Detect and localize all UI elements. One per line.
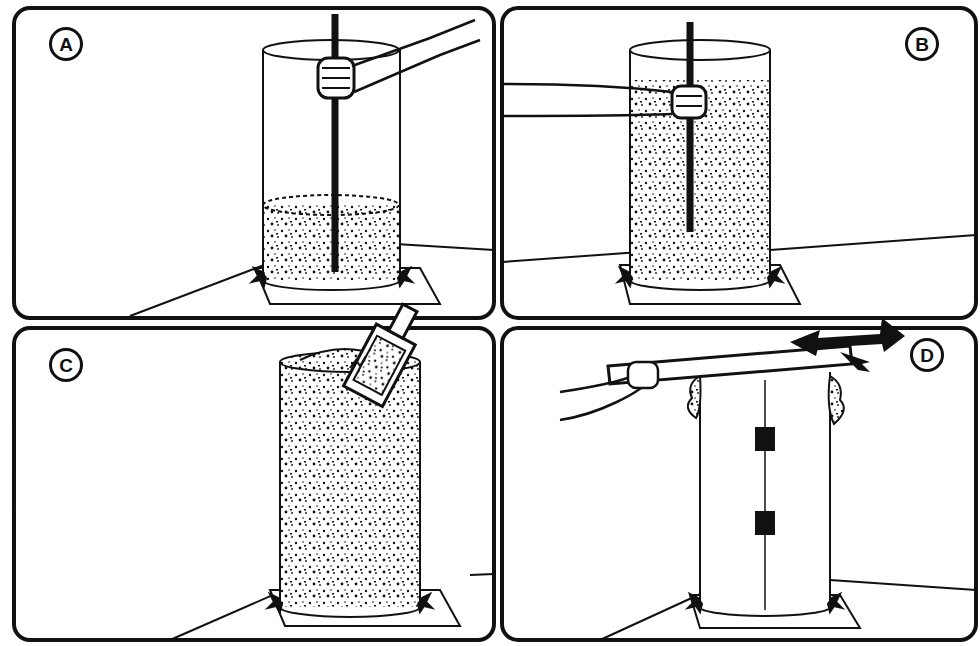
panel-letter-text: D bbox=[920, 346, 934, 365]
panel-letter-text: B bbox=[915, 35, 929, 54]
panel-d-art bbox=[560, 346, 976, 640]
panel-letter: B bbox=[905, 27, 939, 61]
panel-letter: D bbox=[910, 338, 944, 372]
panel-letter-text: C bbox=[59, 356, 73, 375]
panel-a-art bbox=[130, 14, 494, 316]
panel-frames bbox=[14, 8, 976, 640]
panel-letter: A bbox=[49, 27, 83, 61]
panel-b-art bbox=[502, 22, 976, 304]
panel-letter-text: A bbox=[59, 35, 73, 54]
panel-letter: C bbox=[49, 348, 83, 382]
panel-c-art bbox=[170, 298, 494, 640]
motion-arrows bbox=[790, 318, 905, 372]
